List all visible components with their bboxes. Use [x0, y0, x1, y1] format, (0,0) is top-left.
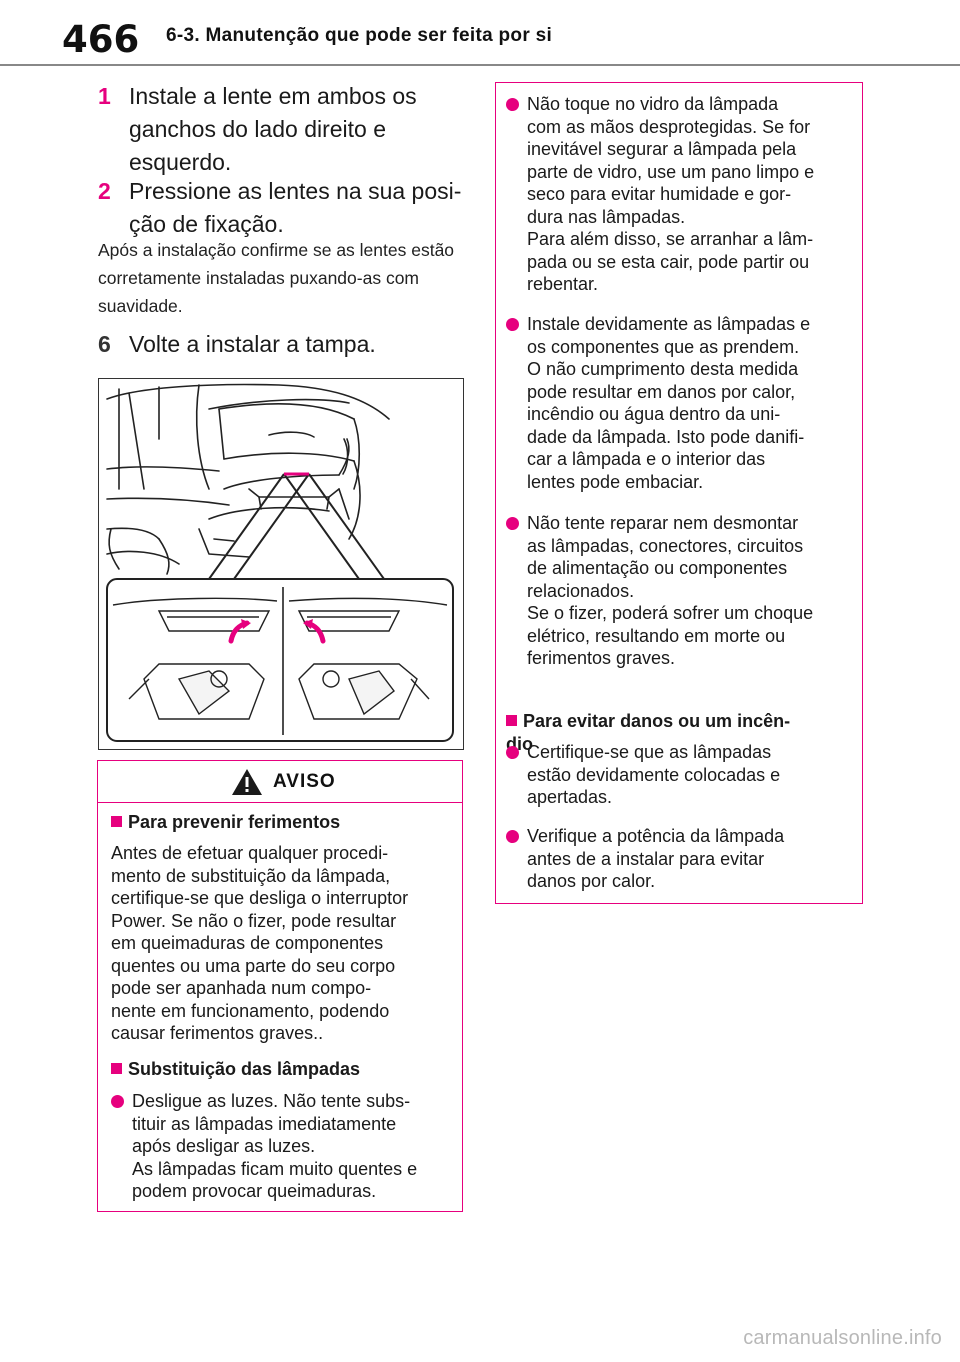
- subsection-heading: Para evitar danos ou um incên- dio: [506, 687, 846, 756]
- step-number: 1: [98, 83, 111, 109]
- bullet-text: Não toque no vidro da lâmpada com as mão…: [527, 94, 815, 294]
- installation-note: Após a instalação confirme se as lentes …: [98, 240, 455, 316]
- bullet-dot-icon: [506, 746, 519, 759]
- bullet-text: Desligue as luzes. Não tente subs- titui…: [132, 1091, 418, 1201]
- bullet-text: Não tente reparar nem desmontar as lâmpa…: [527, 513, 814, 668]
- warning-box: AVISO Para prevenir ferimentos Antes de …: [97, 760, 463, 1212]
- subsection-heading: Substituição das lâmpadas: [111, 1058, 360, 1081]
- heading-text: Para evitar danos ou um incên- dio: [506, 711, 791, 754]
- bullet-dot-icon: [506, 517, 519, 530]
- warning-header: AVISO: [98, 761, 462, 803]
- bullet-dot-icon: [506, 98, 519, 111]
- car-rear-diagram: [106, 383, 454, 742]
- step-number: 6: [98, 331, 111, 357]
- header-rule: [0, 64, 960, 66]
- square-bullet-icon: [506, 715, 517, 726]
- bullet-dot-icon: [506, 318, 519, 331]
- page-header: 466 6-3. Manutenção que pode ser feita p…: [0, 0, 960, 68]
- warning-triangle-icon: [232, 769, 262, 795]
- bullet-text: Certifique-se que as lâmpadas estão devi…: [527, 742, 781, 807]
- square-bullet-icon: [111, 1063, 122, 1074]
- step-text: Volte a instalar a tampa.: [129, 331, 376, 357]
- step-text: Pressione as lentes na sua posi-ção de f…: [129, 178, 462, 237]
- step-1: 1 Instale a lente em ambos os ganchos do…: [98, 80, 478, 180]
- heading-text: Para prevenir ferimentos: [128, 812, 341, 832]
- warning-box-continued: Não toque no vidro da lâmpada com as mão…: [495, 82, 863, 904]
- step-6: 6 Volte a instalar a tampa.: [98, 328, 478, 362]
- bullet-dot-icon: [111, 1095, 124, 1108]
- page-number: 466: [62, 18, 140, 61]
- step-number: 2: [98, 178, 111, 204]
- subsection-heading: Para prevenir ferimentos: [111, 811, 340, 834]
- bullet-text: Verifique a potência da lâmpada antes de…: [527, 826, 785, 891]
- heading-text: Substituição das lâmpadas: [128, 1059, 361, 1079]
- section-title: 6-3. Manutenção que pode ser feita por s…: [166, 25, 553, 46]
- rear-lamp-illustration: [98, 378, 464, 750]
- bullet-dot-icon: [506, 830, 519, 843]
- bullet-text: Instale devidamente as lâmpadas e os com…: [527, 314, 811, 492]
- warning-title: AVISO: [273, 771, 336, 792]
- square-bullet-icon: [111, 816, 122, 827]
- step-2: 2 Pressione as lentes na sua posi-ção de…: [98, 175, 478, 237]
- step-text: Instale a lente em ambos os ganchos do l…: [129, 83, 417, 175]
- watermark: carmanualsonline.info: [743, 1327, 942, 1349]
- warning-paragraph: Antes de efetuar qualquer procedi- mento…: [111, 843, 409, 1043]
